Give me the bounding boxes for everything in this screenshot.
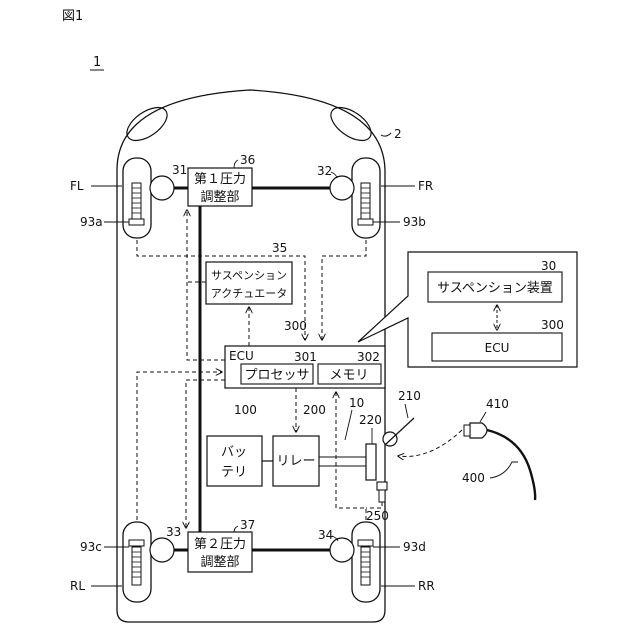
air-spring-34 <box>330 538 354 562</box>
vehicle-ref: 2 <box>394 127 402 141</box>
charging-port <box>366 444 376 480</box>
sensor-ref-93a: 93a <box>80 215 103 229</box>
headlight-right <box>325 101 376 147</box>
air-spring-32 <box>330 176 354 200</box>
suspension-device-label: サスペンション装置 <box>437 281 553 296</box>
headlight-left <box>121 101 172 147</box>
sensor-ref-93b: 93b <box>403 215 426 229</box>
ref-301: 301 <box>294 350 317 364</box>
ref-32: 32 <box>317 164 332 178</box>
ref-220: 220 <box>359 413 382 427</box>
pressure-regulator-2-line1: 第２圧力 <box>194 537 246 552</box>
ref-210: 210 <box>398 389 421 403</box>
wheel-label-fr: FR <box>418 179 433 193</box>
ref-200: 200 <box>303 403 326 417</box>
pressure-regulator-1-line2: 調整部 <box>200 190 239 205</box>
charging-line <box>319 457 366 466</box>
ref-30: 30 <box>541 259 556 273</box>
ref-410: 410 <box>486 397 509 411</box>
sensor-ref-93c: 93c <box>80 540 102 554</box>
ref-400: 400 <box>462 471 485 485</box>
system-ref: 1 <box>93 55 101 70</box>
ref-35: 35 <box>272 241 287 255</box>
wheel-front-right <box>352 158 380 238</box>
wheel-label-rl: RL <box>70 579 85 593</box>
figure-label: 図1 <box>62 9 83 24</box>
ref-300b: 300 <box>541 318 564 332</box>
ref-250: 250 <box>366 509 389 523</box>
pressure-regulator-1-line1: 第１圧力 <box>194 172 246 187</box>
wheel-label-rr: RR <box>418 579 435 593</box>
ref-34: 34 <box>318 528 333 542</box>
actuator-line2: アクチュエータ <box>211 287 287 300</box>
charging-cable <box>487 430 535 500</box>
wheel-label-fl: FL <box>70 179 84 193</box>
relay-label: リレー <box>276 454 315 469</box>
lid-switch <box>377 482 387 490</box>
pressure-regulator-2-line2: 調整部 <box>200 555 239 570</box>
processor-label: プロセッサ <box>244 368 309 383</box>
wheel-rear-right <box>352 522 380 602</box>
air-spring-33 <box>150 538 174 562</box>
ecu-detail-label: ECU <box>485 341 510 355</box>
ref-36: 36 <box>240 153 255 167</box>
ref-33: 33 <box>166 525 181 539</box>
wheel-rear-left <box>123 522 151 602</box>
ref-37: 37 <box>240 518 255 532</box>
ref-31: 31 <box>172 163 187 177</box>
charging-lid <box>383 432 397 446</box>
air-spring-31 <box>150 176 174 200</box>
memory-label: メモリ <box>329 368 368 383</box>
wheel-front-left <box>123 158 151 238</box>
ref-300: 300 <box>284 319 307 333</box>
ref-100: 100 <box>234 403 257 417</box>
charging-plug <box>470 423 487 438</box>
battery-line2: テリ <box>221 465 247 480</box>
ref-302: 302 <box>357 350 380 364</box>
sensor-ref-93d: 93d <box>403 540 426 554</box>
actuator-line1: サスペンション <box>211 269 287 282</box>
battery-line1: バッ <box>221 445 247 460</box>
ecu-label: ECU <box>229 349 254 363</box>
ref-10: 10 <box>349 396 364 410</box>
